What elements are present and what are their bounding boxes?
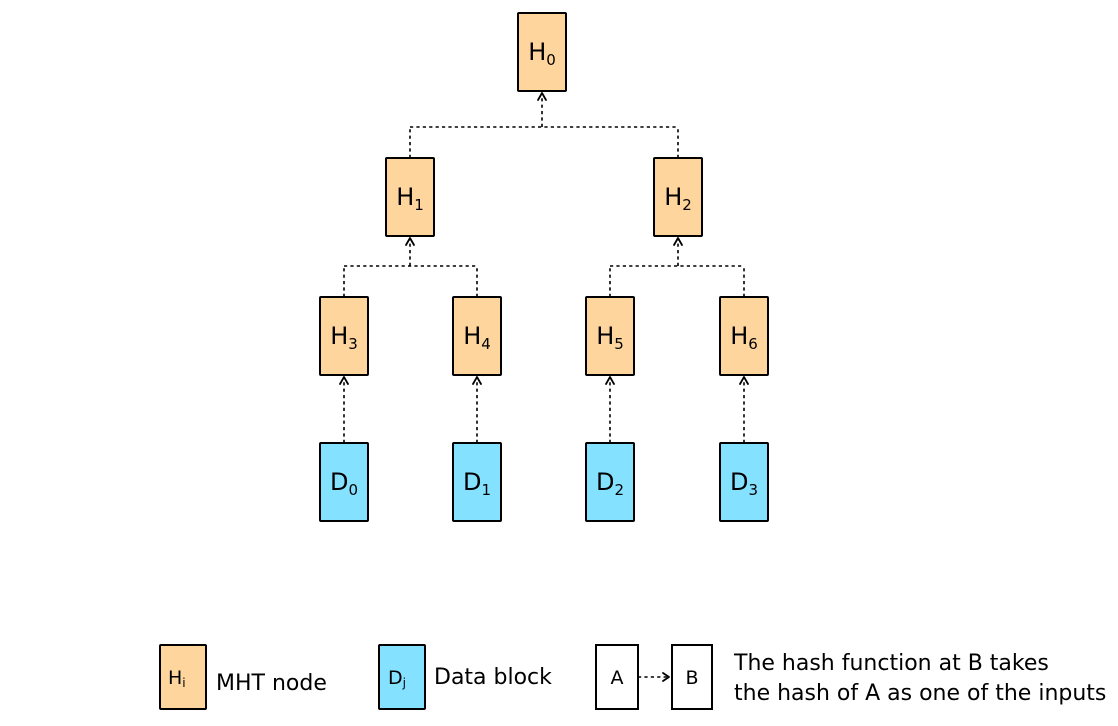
- node-h5-label: H5: [596, 322, 624, 353]
- node-h1-label: H1: [396, 183, 424, 214]
- legend-node-b-label: B: [685, 667, 698, 689]
- node-h0-label: H0: [528, 38, 556, 69]
- node-d2-label: D2: [596, 468, 624, 499]
- legend-hash-arrowhead: [662, 672, 670, 682]
- legend-node-a-label: A: [611, 667, 624, 689]
- node-h4: [452, 296, 502, 376]
- legend-data-block-text: Data block: [434, 665, 552, 690]
- node-d2: [585, 442, 635, 522]
- legend-data-block-swatch: [378, 644, 426, 710]
- legend-mht-node-swatch: [159, 644, 207, 710]
- node-h6: [719, 296, 769, 376]
- legend-arrow-text-line2: the hash of A as one of the inputs: [734, 681, 1106, 706]
- arrowhead-h1: [405, 237, 415, 246]
- legend-data-block-symbol: Dj: [388, 667, 406, 690]
- node-h2-label: H2: [664, 183, 692, 214]
- legend-node-a: [595, 644, 639, 710]
- legend-mht-node-symbol: Hi: [168, 667, 186, 690]
- arrowhead-h6: [739, 376, 749, 385]
- node-d3: [719, 442, 769, 522]
- node-d3-label: D3: [730, 468, 758, 499]
- arrowhead-h5: [605, 376, 615, 385]
- arrowhead-h2: [673, 237, 683, 246]
- node-h3: [319, 296, 369, 376]
- legend-arrow-text-line1: The hash function at B takes: [733, 651, 1049, 676]
- node-d0: [319, 442, 369, 522]
- node-d0-label: D0: [330, 468, 358, 499]
- node-h5: [585, 296, 635, 376]
- edges: [339, 92, 749, 443]
- node-h2: [653, 157, 703, 237]
- legend-mht-node-text: MHT node: [216, 671, 327, 696]
- legend-node-b: [671, 644, 713, 710]
- node-h1: [385, 157, 435, 237]
- node-h0: [517, 12, 567, 92]
- node-h3-label: H3: [330, 322, 358, 353]
- node-h4-label: H4: [463, 322, 491, 353]
- arrowhead-h3: [339, 376, 349, 385]
- arrowhead-h4: [472, 376, 482, 385]
- node-h6-label: H6: [730, 322, 758, 353]
- node-d1: [452, 442, 502, 522]
- arrowhead-h0: [537, 92, 547, 101]
- node-d1-label: D1: [463, 468, 491, 499]
- legend: Hi MHT node Dj Data block A B The hash f…: [159, 644, 1106, 710]
